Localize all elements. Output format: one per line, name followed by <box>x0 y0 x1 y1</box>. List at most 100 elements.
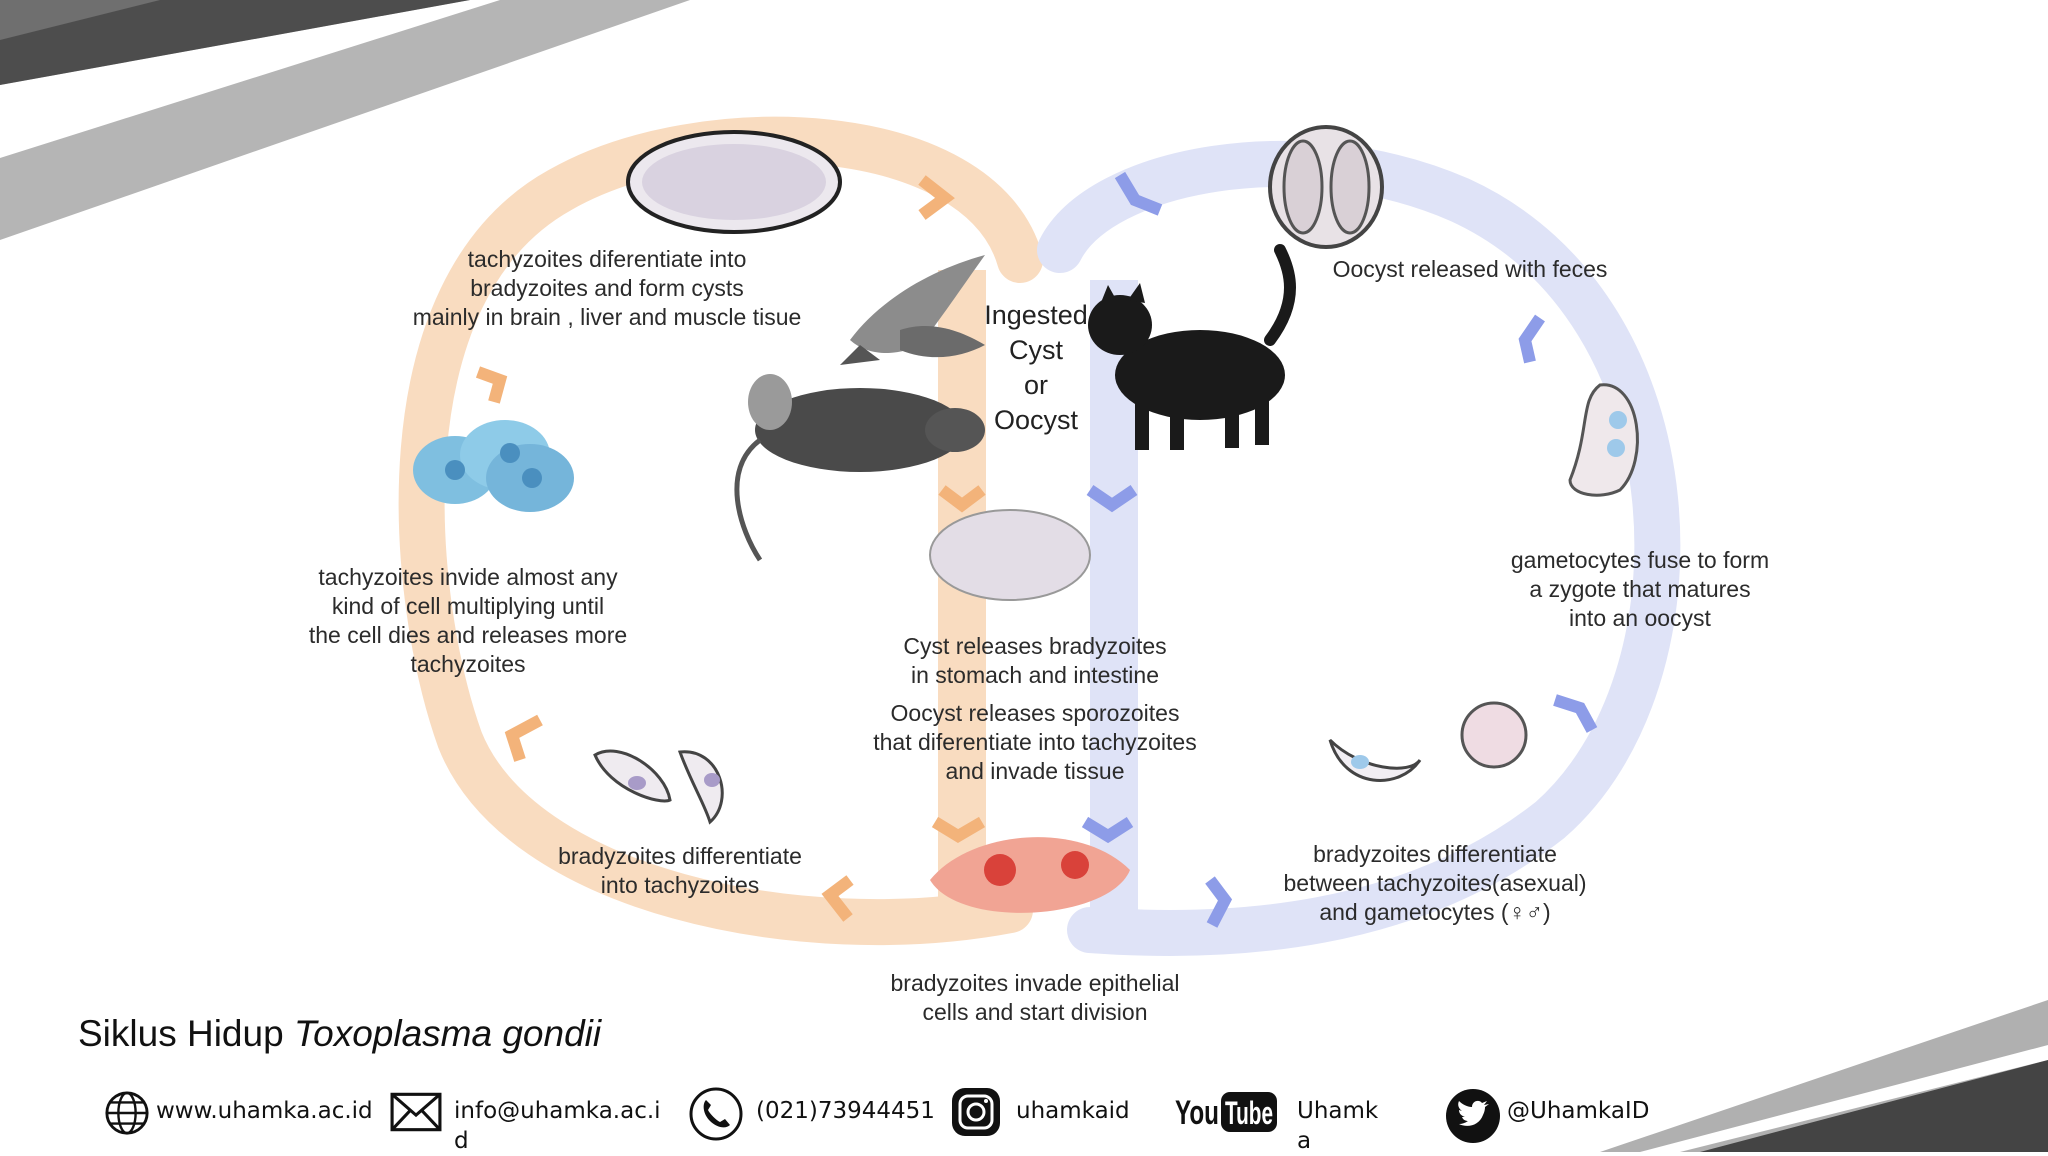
label-oocyst-releases: Oocyst releases sporozoites that diferen… <box>842 699 1228 786</box>
tachyzoite-nucleus <box>704 773 720 787</box>
globe-icon <box>105 1091 149 1135</box>
phone-text: (021)73944451 <box>756 1098 935 1124</box>
label-line: that diferentiate into tachyzoites <box>873 729 1197 755</box>
title-species: Toxoplasma gondii <box>293 1013 602 1054</box>
oocyst-nucleus <box>1609 411 1627 429</box>
label-differentiate-gametocytes: bradyzoites differentiate between tachyz… <box>1260 840 1610 927</box>
sexual-cycle-loop <box>1037 140 1681 956</box>
label-line: Cyst <box>1009 335 1063 365</box>
sporocyst <box>1282 139 1324 235</box>
gametocyte-nucleus <box>1351 755 1369 769</box>
label-line: bradyzoites invade epithelial <box>890 970 1180 996</box>
cat-silhouette <box>1088 244 1296 450</box>
label-line: the cell dies and releases more <box>308 622 628 648</box>
youtube-logo-you: You <box>1175 1094 1219 1132</box>
nucleus <box>522 468 542 488</box>
label-line: a zygote that matures <box>1529 576 1751 602</box>
stomach-cyst <box>929 509 1091 601</box>
label-line: into an oocyst <box>1569 605 1711 631</box>
label-line: tachyzoites <box>410 651 526 677</box>
label-invade-epithelial: bradyzoites invade epithelial cells and … <box>860 969 1210 1027</box>
arrow <box>504 714 543 762</box>
asexual-arrows <box>475 175 986 922</box>
youtube-logo-tube: Tube <box>1225 1095 1273 1131</box>
top-left-stripe-white <box>0 0 500 158</box>
title-prefix: Siklus Hidup <box>78 1013 294 1054</box>
phone-icon <box>689 1087 743 1141</box>
bottom-right-stripe-white <box>1640 1045 2048 1152</box>
email-line: info@uhamka.ac.i <box>454 1098 661 1124</box>
label-line: into tachyzoites <box>600 872 760 898</box>
label-invade-cells: tachyzoites invide almost any kind of ce… <box>285 563 651 679</box>
label-cyst-releases: Cyst releases bradyzoites in stomach and… <box>860 632 1210 690</box>
twitter-text: @UhamkaID <box>1507 1098 1650 1124</box>
arrow <box>475 366 508 404</box>
tachyzoite <box>677 750 724 825</box>
unsporulated-oocyst <box>1568 383 1639 497</box>
sexual-arrows <box>1081 171 1598 928</box>
label-line: tachyzoites invide almost any <box>318 564 618 590</box>
footer-website[interactable]: www.uhamka.ac.id <box>104 1088 384 1138</box>
top-left-stripe-mid <box>0 0 160 40</box>
arrow <box>1081 816 1134 844</box>
arrow <box>1086 485 1138 513</box>
label-brady-to-tachy: bradyzoites differentiate into tachyzoit… <box>530 842 830 900</box>
label-line: Cyst releases bradyzoites <box>903 633 1167 659</box>
arrow <box>1518 314 1545 364</box>
youtube-icon: You Tube <box>1175 1092 1277 1132</box>
arrow <box>821 875 854 922</box>
label-line: Oocyst released with feces <box>1332 256 1608 282</box>
footer-email[interactable]: info@uhamka.ac.i d <box>390 1088 680 1154</box>
label-line: Oocyst releases sporozoites <box>890 700 1180 726</box>
footer-phone[interactable]: (021)73944451 <box>688 1087 938 1141</box>
label-line: tachyzoites diferentiate into <box>467 246 747 272</box>
instagram-text: uhamkaid <box>1016 1098 1130 1124</box>
macrogametocyte <box>1328 738 1422 782</box>
arrow <box>918 175 955 220</box>
label-oocyst-feces: Oocyst released with feces <box>1310 255 1630 284</box>
email-line: d <box>454 1128 469 1154</box>
arrow <box>1553 694 1598 733</box>
footer-twitter[interactable]: @UhamkaID <box>1445 1088 1675 1148</box>
youtube-line: a <box>1297 1128 1312 1154</box>
label-line: or <box>1023 370 1048 400</box>
youtube-text: Uhamk a <box>1297 1096 1378 1156</box>
envelope-icon <box>390 1092 442 1132</box>
label-line: kind of cell multiplying until <box>331 593 605 619</box>
tachyzoite-nucleus <box>628 776 646 790</box>
label-line: bradyzoites differentiate <box>1313 841 1557 867</box>
microgametocyte <box>1460 701 1528 769</box>
label-line: Ingested <box>984 300 1088 330</box>
nucleus <box>445 460 465 480</box>
label-line: Oocyst <box>993 405 1079 435</box>
label-line: between tachyzoites(asexual) <box>1283 870 1587 896</box>
arrow <box>931 816 986 843</box>
bottom-right-stripe-dark <box>1700 1060 2048 1152</box>
youtube-line: Uhamk <box>1297 1098 1379 1124</box>
label-line: gametocytes fuse to form <box>1510 547 1770 573</box>
tissue-cyst-inner <box>642 144 826 220</box>
footer-youtube[interactable]: You Tube Uhamk a <box>1175 1088 1395 1154</box>
email-text: info@uhamka.ac.i d <box>454 1096 661 1156</box>
label-line: in stomach and intestine <box>910 662 1160 688</box>
bird-silhouette <box>840 255 985 365</box>
label-cysts-form: tachyzoites diferentiate into bradyzoite… <box>392 245 822 332</box>
infected-cells <box>413 420 574 512</box>
oocyst-nucleus <box>1607 439 1625 457</box>
twitter-icon <box>1446 1089 1500 1143</box>
arrow <box>938 485 986 513</box>
footer-instagram[interactable]: uhamkaid <box>950 1088 1150 1138</box>
label-line: cells and start division <box>922 999 1148 1025</box>
arrow <box>1205 876 1233 928</box>
top-left-stripe-dark <box>0 0 470 85</box>
label-ingested: Ingested Cyst or Oocyst <box>976 298 1096 438</box>
rat-silhouette <box>734 374 985 562</box>
nucleus <box>500 443 520 463</box>
epithelial-cells <box>930 837 1130 913</box>
arrow <box>1114 171 1163 216</box>
label-gametocytes-fuse: gametocytes fuse to form a zygote that m… <box>1480 546 1800 633</box>
label-line: bradyzoites differentiate <box>558 843 802 869</box>
tachyzoite <box>593 749 672 803</box>
